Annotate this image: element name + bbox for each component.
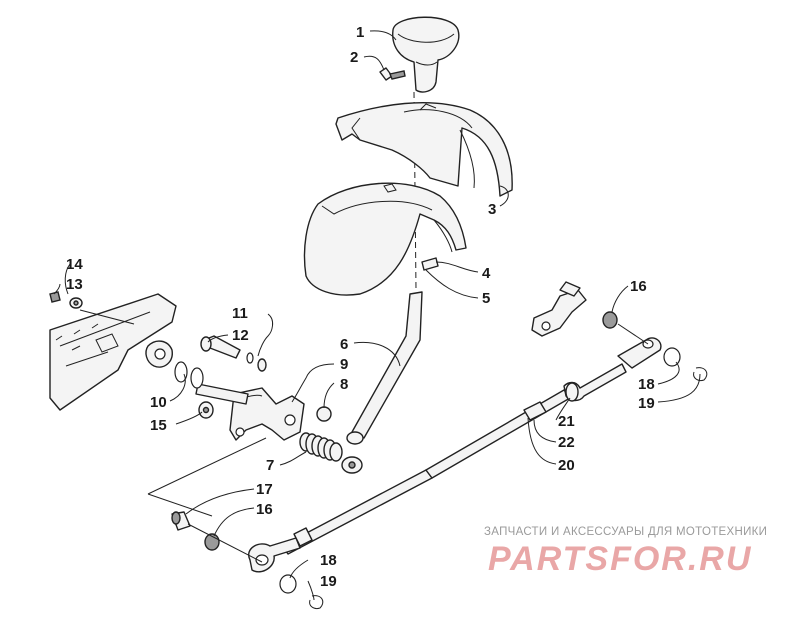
pivot-washer bbox=[246, 352, 267, 372]
callout-2: 2 bbox=[350, 49, 358, 66]
callout-19-lower: 19 bbox=[320, 573, 337, 590]
callout-20: 20 bbox=[558, 457, 575, 474]
assembly-guide bbox=[147, 493, 213, 517]
callout-1: 1 bbox=[356, 24, 364, 41]
callout-14: 14 bbox=[66, 256, 83, 273]
rod-bolt-lower bbox=[171, 511, 191, 531]
boot-clip bbox=[421, 257, 439, 271]
shift-knob bbox=[392, 16, 460, 93]
o-rings bbox=[174, 361, 204, 389]
frame-bolt bbox=[49, 291, 83, 309]
shift-boot-upper bbox=[335, 102, 513, 197]
callout-15: 15 bbox=[150, 417, 167, 434]
callout-18-right: 18 bbox=[638, 376, 655, 393]
bushing-right bbox=[602, 311, 618, 329]
shift-mount-bracket bbox=[195, 383, 305, 441]
washer-right bbox=[663, 347, 681, 367]
return-spring bbox=[299, 432, 343, 462]
assembly-guide bbox=[79, 309, 135, 325]
callout-17: 17 bbox=[256, 481, 273, 498]
clip-lower bbox=[309, 595, 324, 609]
callout-21: 21 bbox=[558, 413, 575, 430]
callout-6: 6 bbox=[340, 336, 348, 353]
callout-13: 13 bbox=[66, 276, 83, 293]
callout-11: 11 bbox=[232, 305, 248, 322]
assembly-guide bbox=[147, 437, 267, 495]
callout-16-lower: 16 bbox=[256, 501, 273, 518]
callout-16-right: 16 bbox=[630, 278, 647, 295]
shift-arm-right bbox=[531, 281, 587, 337]
shift-lever bbox=[341, 291, 423, 474]
callout-4: 4 bbox=[482, 265, 491, 282]
watermark-caption: ЗАПЧАСТИ И АКСЕССУАРЫ ДЛЯ МОТОТЕХНИКИ bbox=[484, 526, 768, 538]
callout-19-right: 19 bbox=[638, 395, 655, 412]
leader-lines bbox=[53, 30, 701, 601]
shift-boot-lower bbox=[303, 182, 467, 296]
callout-22: 22 bbox=[558, 434, 575, 451]
pivot-bolt bbox=[200, 335, 241, 359]
bracket-nut bbox=[316, 406, 332, 422]
assembly-guide bbox=[187, 523, 263, 563]
callout-12: 12 bbox=[232, 327, 249, 344]
assembly-guide bbox=[617, 323, 649, 345]
clip-right bbox=[693, 367, 708, 381]
callout-10: 10 bbox=[150, 394, 167, 411]
callout-7: 7 bbox=[266, 457, 274, 474]
callout-8: 8 bbox=[340, 376, 348, 393]
callout-9: 9 bbox=[340, 356, 348, 373]
callout-3: 3 bbox=[488, 201, 496, 218]
watermark-brand: PARTSFOR.RU bbox=[488, 540, 753, 578]
chassis-frame bbox=[49, 293, 177, 411]
callout-18-lower: 18 bbox=[320, 552, 337, 569]
pivot-nut bbox=[198, 401, 214, 419]
callout-5: 5 bbox=[482, 290, 490, 307]
washer-lower bbox=[279, 574, 297, 594]
